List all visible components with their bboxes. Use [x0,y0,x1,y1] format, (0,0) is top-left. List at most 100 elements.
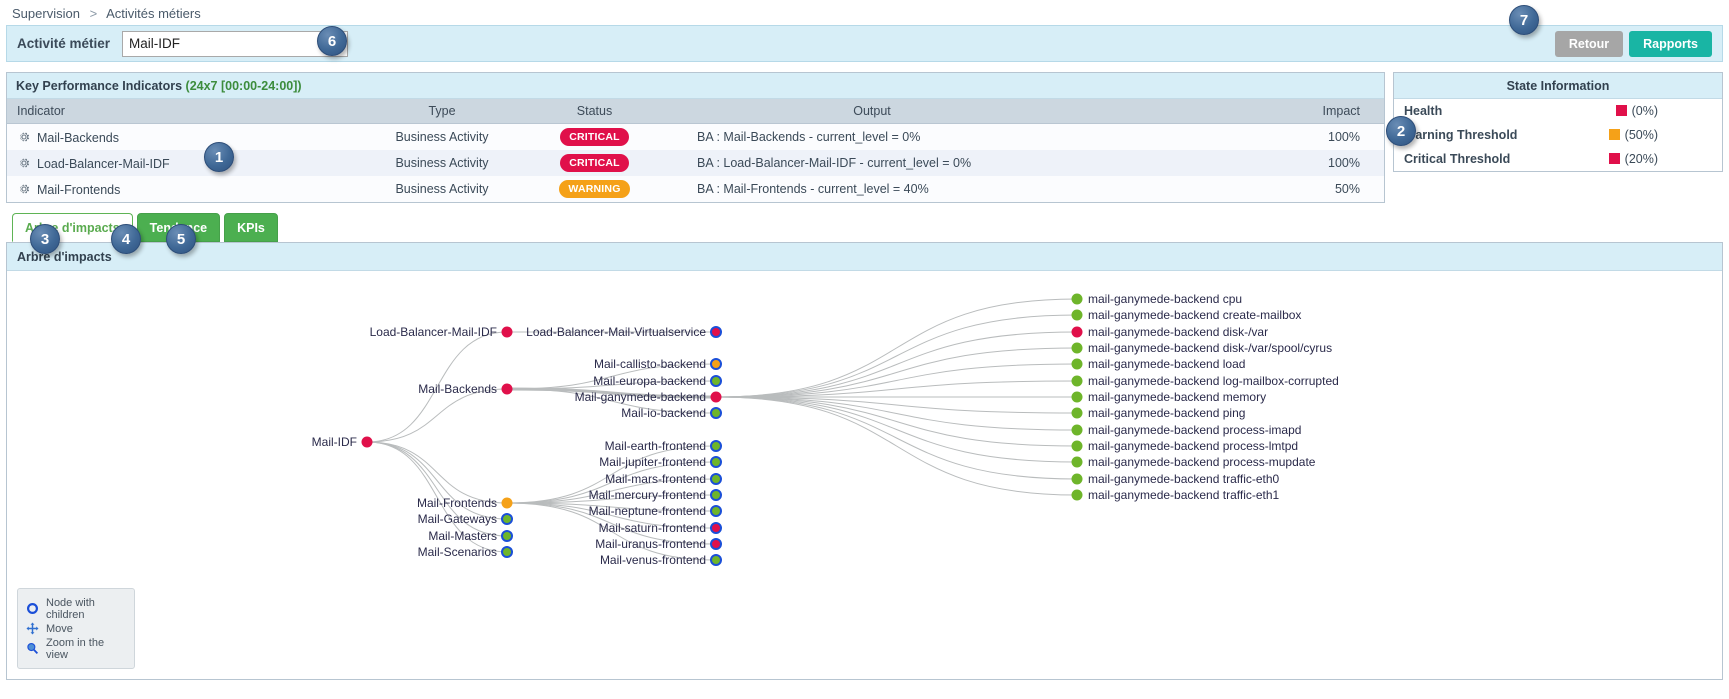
tree-node-label[interactable]: mail-ganymede-backend process-lmtpd [1088,439,1299,453]
tree-node-label[interactable]: Mail-jupiter-frontend [599,455,706,469]
tree-node-marker[interactable] [501,497,513,509]
tree-node-marker[interactable] [1071,326,1083,338]
tree-node-label[interactable]: Mail-uranus-frontend [595,537,706,551]
tree-node-marker[interactable] [710,538,722,550]
tree-node-marker[interactable] [710,375,722,387]
tree-edge [715,347,1078,398]
tree-node-marker[interactable] [710,326,722,338]
tree-node-marker[interactable] [1071,309,1083,321]
tree-node-marker[interactable] [1071,440,1083,452]
activity-select[interactable]: Mail-IDF [122,30,349,57]
tree-node-marker[interactable] [710,489,722,501]
tree-node-label[interactable]: Mail-mars-frontend [605,472,706,486]
tree-node-label[interactable]: Mail-Gateways [417,512,497,526]
activity-select-wrap: Mail-IDF [122,30,349,57]
kpi-cell-indicator[interactable]: Mail-Backends [7,124,352,151]
gear-icon [20,158,30,167]
tree-node-marker[interactable] [1071,473,1083,485]
tree-node-label[interactable]: Mail-europa-backend [593,374,706,388]
tree-node-marker[interactable] [1071,407,1083,419]
gear-icon [20,132,30,141]
tree-node-label[interactable]: mail-ganymede-backend create-mailbox [1088,308,1302,322]
annotation-marker-5: 5 [166,224,196,254]
kpi-cell-indicator[interactable]: Mail-Frontends [7,176,352,202]
tab-kpis[interactable]: KPIs [224,213,278,242]
tree-node-label[interactable]: Mail-Scenarios [417,545,497,559]
tree-node-label[interactable]: mail-ganymede-backend disk-/var [1088,325,1269,339]
tree-node-marker[interactable] [1071,293,1083,305]
kpi-cell-status: CRITICAL [532,124,657,151]
tree-node-label[interactable]: Mail-mercury-frontend [588,488,706,502]
tree-node-marker[interactable] [501,530,513,542]
tree-node-marker[interactable] [501,513,513,525]
tree-edge [506,461,717,504]
tree-node-label[interactable]: mail-ganymede-backend traffic-eth0 [1088,472,1280,486]
reports-button[interactable]: Rapports [1629,30,1712,57]
tree-edge [506,388,717,414]
tree-node-marker[interactable] [710,407,722,419]
tree-node-marker[interactable] [1071,424,1083,436]
annotation-marker-3: 3 [30,224,60,254]
impact-tree-canvas[interactable]: Mail-IDF Load-Balancer-Mail-IDF Mail-Backe… [7,271,1722,679]
annotation-marker-7: 7 [1509,5,1539,35]
tree-node-label[interactable]: Mail-callisto-backend [593,357,706,371]
tree-node-label[interactable]: mail-ganymede-backend process-imapd [1088,423,1302,437]
tree-node-label[interactable]: mail-ganymede-backend log-mailbox-corrup… [1088,374,1339,388]
tree-node-marker[interactable] [1071,375,1083,387]
tree-node-label[interactable]: Load-Balancer-Mail-IDF [369,325,497,339]
tree-node-marker[interactable] [501,383,513,395]
breadcrumb-current[interactable]: Activités métiers [106,6,201,21]
tree-node-marker[interactable] [710,391,722,403]
tree-node-label[interactable]: Mail-neptune-frontend [588,504,706,518]
annotation-marker-1: 1 [204,142,234,172]
legend-item-move: Move [26,622,126,635]
tree-node-label[interactable]: Mail-ganymede-backend [574,390,706,404]
tree-node-marker[interactable] [1071,342,1083,354]
state-table: Health(0%)Warning Threshold(50%)Critical… [1394,99,1722,171]
tree-node-label[interactable]: mail-ganymede-backend process-mupdate [1088,455,1316,469]
tree-node-marker[interactable] [501,546,513,558]
tree-node-marker[interactable] [710,505,722,517]
kpi-cell-type: Business Activity [395,130,489,144]
tree-node-label[interactable]: mail-ganymede-backend ping [1088,406,1246,420]
back-button[interactable]: Retour [1554,30,1624,57]
tree-node-marker[interactable] [1071,358,1083,370]
tree-node-marker[interactable] [1071,456,1083,468]
state-information-panel: State Information Health(0%)Warning Thre… [1393,72,1723,172]
panels-row: Key Performance Indicators (24x7 [00:00-… [6,72,1723,203]
tree-node-label[interactable]: mail-ganymede-backend cpu [1088,292,1243,306]
tree-node-marker[interactable] [710,440,722,452]
tree-node-marker[interactable] [1071,489,1083,501]
tree-node-marker[interactable] [710,456,722,468]
tree-node-marker[interactable] [710,358,722,370]
tree-node-label[interactable]: Mail-io-backend [621,406,706,420]
tree-node-label[interactable]: mail-ganymede-backend load [1088,357,1246,371]
breadcrumb-root[interactable]: Supervision [12,6,80,21]
tree-node-label[interactable]: Mail-IDF [311,435,357,449]
status-badge: WARNING [559,180,630,198]
toolbar-actions: Retour Rapports [1554,30,1712,57]
tree-node-label[interactable]: Load-Balancer-Mail-Virtualservice [526,325,706,339]
tree-node-label[interactable]: Mail-Frontends [416,496,497,510]
tree-node-label[interactable]: mail-ganymede-backend traffic-eth1 [1088,488,1280,502]
tree-node-marker[interactable] [710,473,722,485]
tree-node-label[interactable]: Mail-earth-frontend [604,439,706,453]
kpi-cell-impact: 50% [1334,182,1360,196]
tree-node-marker[interactable] [1071,391,1083,403]
tree-node-marker[interactable] [361,436,373,448]
kpi-indicator-label: Load-Balancer-Mail-IDF [37,156,170,171]
tree-node-label[interactable]: Mail-venus-frontend [599,553,706,567]
tree-node-marker[interactable] [501,326,513,338]
tree-node-label[interactable]: Mail-saturn-frontend [598,521,706,535]
kpi-cell-impact: 100% [1328,130,1360,144]
tree-node-label[interactable]: Mail-Backends [418,382,497,396]
tree-node-label[interactable]: mail-ganymede-backend disk-/var/spool/cy… [1088,341,1333,355]
kpi-cell-indicator[interactable]: Load-Balancer-Mail-IDF [7,150,352,176]
tree-node-marker[interactable] [710,554,722,566]
tree-node-label[interactable]: mail-ganymede-backend memory [1088,390,1267,404]
tree-node-marker[interactable] [710,522,722,534]
tree-node-label[interactable]: Mail-Masters [428,529,497,543]
